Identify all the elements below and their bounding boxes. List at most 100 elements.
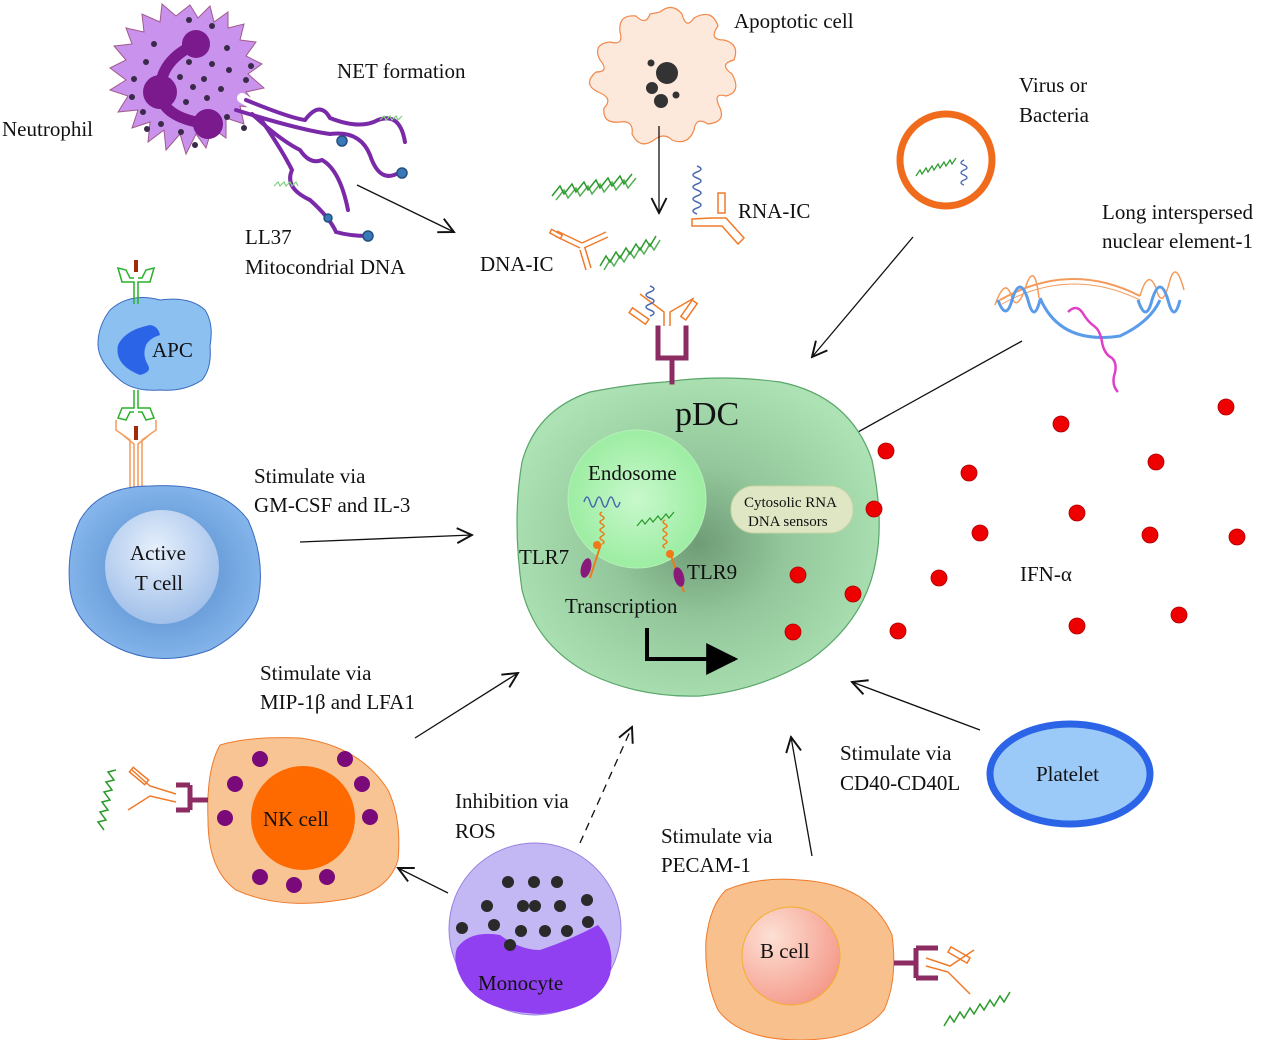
nk-fc-receptor-with-dna-ic xyxy=(96,766,208,831)
b-cell-interaction-label-1: Stimulate via xyxy=(661,824,773,848)
virus-or-bacteria xyxy=(896,110,996,210)
virus-to-pdc-arrow xyxy=(812,236,914,357)
tlr7-receptor xyxy=(580,511,605,579)
monocyte-granule xyxy=(504,939,516,951)
dna-ic-antibody xyxy=(548,228,609,271)
nk-cell-label: NK cell xyxy=(263,807,329,831)
ifn-alpha-dot xyxy=(844,585,862,603)
ifn-alpha-dot xyxy=(1068,504,1086,522)
monocyte-granule xyxy=(581,894,593,906)
monocyte-granule xyxy=(554,900,566,912)
neutrophil-granule xyxy=(140,109,146,115)
line1-element xyxy=(994,271,1185,393)
neutrophil-granules xyxy=(129,17,254,148)
ifn-alpha-dot xyxy=(1170,606,1188,624)
apc-nucleus xyxy=(117,325,160,375)
transcription-label: Transcription xyxy=(565,594,678,618)
line1-label-2: nuclear element-1 xyxy=(1102,229,1253,253)
neutrophil-granule xyxy=(129,94,135,100)
neutrophil-granule xyxy=(177,74,183,80)
monocyte-granule xyxy=(481,900,493,912)
monocyte-granule xyxy=(561,925,573,937)
monocyte-granule xyxy=(456,922,468,934)
monocyte-granule xyxy=(515,925,527,937)
b-cell-to-pdc-arrow xyxy=(791,737,813,857)
cytosolic-sensors-badge xyxy=(730,485,854,534)
tlr9-label: TLR9 xyxy=(687,560,737,584)
ifn-alpha-label: IFN-α xyxy=(1020,562,1072,586)
neutrophil-granule xyxy=(186,17,192,23)
neutrophil-granule xyxy=(224,114,230,120)
neutrophil-granule xyxy=(204,95,210,101)
mitochondrial-dna-label: Mitocondrial DNA xyxy=(245,255,406,279)
net-to-dna-ic-arrow xyxy=(356,184,454,232)
neutrophil-granule xyxy=(241,125,247,131)
ifn-alpha-molecules xyxy=(784,398,1246,641)
neutrophil-granule xyxy=(243,77,249,83)
ifn-alpha-dot xyxy=(784,623,802,641)
monocyte-to-nk-arrow xyxy=(398,868,449,894)
monocyte-label: Monocyte xyxy=(478,971,563,995)
nk-to-pdc-arrow xyxy=(414,673,518,739)
apc-label: APC xyxy=(152,338,193,362)
dna-ic-label: DNA-IC xyxy=(480,252,554,276)
platelet-interaction-label-1: Stimulate via xyxy=(840,741,952,765)
ifn-alpha-dot xyxy=(1217,398,1235,416)
ifn-alpha-dot xyxy=(1052,415,1070,433)
neutrophil-granule xyxy=(131,76,137,82)
ifn-alpha-dot xyxy=(865,500,883,518)
neutrophil-granule xyxy=(158,121,164,127)
neutrophil-granule xyxy=(144,126,150,132)
neutrophil-granule xyxy=(201,76,207,82)
ifn-alpha-dot xyxy=(1141,526,1159,544)
neutrophil-granule xyxy=(151,41,157,47)
mitochondrial-dna-fragments xyxy=(273,114,403,188)
pdc-cell: pDC Endosome TLR7 TLR9 Transcription Cyt… xyxy=(516,377,880,697)
t-cell-interaction-label-1: Stimulate via xyxy=(254,464,366,488)
ll37-label: LL37 xyxy=(245,225,292,249)
monocyte-to-pdc-dashed-arrow xyxy=(579,727,632,844)
nk-interaction-label-1: Stimulate via xyxy=(260,661,372,685)
ifn-alpha-dot xyxy=(960,464,978,482)
monocyte-interaction-label-1: Inhibition via xyxy=(455,789,569,813)
free-dna xyxy=(551,173,637,201)
nk-cell: NK cell xyxy=(207,737,400,904)
b-cell-nucleus xyxy=(741,906,841,1006)
rna-ic-antibody xyxy=(691,192,746,246)
nk-granules xyxy=(217,751,378,893)
neutrophil-granule xyxy=(248,63,254,69)
ifn-alpha-dot xyxy=(1068,617,1086,635)
neutrophil-granule xyxy=(218,86,224,92)
active-t-cell: Active T cell xyxy=(68,485,261,659)
b-cell: B cell xyxy=(705,878,895,1040)
monocyte-granule xyxy=(551,876,563,888)
apoptotic-cell-label: Apoptotic cell xyxy=(734,9,854,33)
ifn-alpha-dot xyxy=(877,442,895,460)
neutrophil-label: Neutrophil xyxy=(2,117,93,141)
neutrophil-granule xyxy=(190,84,196,90)
nk-nucleus xyxy=(251,766,355,870)
bacteria-label: Bacteria xyxy=(1019,103,1090,127)
t-cell-nucleus xyxy=(105,510,219,624)
endosome xyxy=(567,429,707,569)
neutrophil-granule xyxy=(183,99,189,105)
monocyte-interaction-label-2: ROS xyxy=(455,819,496,843)
cytosolic-sensors-label-2: DNA sensors xyxy=(748,514,828,530)
endosome-rna xyxy=(583,496,621,508)
endosome-dna xyxy=(636,511,675,527)
rna-immune-complex xyxy=(691,165,746,246)
mhc-tcr-complex xyxy=(115,260,157,488)
ifn-alpha-dot xyxy=(971,524,989,542)
ifn-alpha-dot xyxy=(789,566,807,584)
b-cell-interaction-label-2: PECAM-1 xyxy=(661,853,751,877)
ll37-beads xyxy=(323,135,408,242)
pdc-fc-receptor xyxy=(628,285,699,385)
monocyte-granule xyxy=(528,876,540,888)
ifn-alpha-dot xyxy=(889,622,907,640)
neutrophil-granule xyxy=(226,67,232,73)
t-cell-interaction-label-2: GM-CSF and IL-3 xyxy=(254,493,410,517)
ifn-alpha-dot xyxy=(930,569,948,587)
ifn-alpha-dot xyxy=(1147,453,1165,471)
neutrophil-granule xyxy=(186,59,192,65)
